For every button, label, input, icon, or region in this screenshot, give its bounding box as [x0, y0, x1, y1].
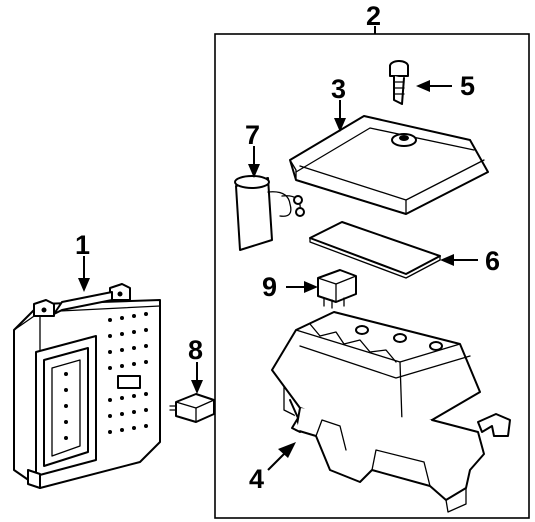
arrowhead-6 — [440, 254, 454, 266]
callout-8: 8 — [188, 335, 203, 365]
callout-9: 9 — [262, 272, 277, 302]
small-relay — [169, 393, 215, 423]
fuse-box-housing — [271, 311, 511, 513]
arrowhead-1 — [78, 278, 90, 292]
arrowhead-8 — [191, 380, 203, 394]
arrowhead-7 — [248, 164, 260, 178]
assembly-2-frame — [214, 33, 530, 519]
arrowhead-4 — [278, 442, 296, 458]
arrowhead-9 — [304, 281, 318, 293]
callout-1: 1 — [75, 230, 90, 260]
callout-3: 3 — [331, 74, 346, 104]
label-gasket — [309, 221, 441, 279]
relay — [317, 269, 357, 309]
screw — [389, 60, 409, 105]
callout-5: 5 — [460, 71, 475, 101]
arrowhead-5 — [416, 80, 430, 92]
pigtail-sensor — [234, 175, 305, 251]
leader-4 — [267, 453, 285, 471]
control-module — [13, 283, 161, 489]
callout-6: 6 — [485, 246, 500, 276]
callout-4: 4 — [249, 464, 264, 494]
arrowhead-3 — [334, 118, 346, 132]
callout-2: 2 — [366, 1, 381, 31]
box-cover — [289, 115, 489, 215]
callout-7: 7 — [245, 120, 260, 150]
